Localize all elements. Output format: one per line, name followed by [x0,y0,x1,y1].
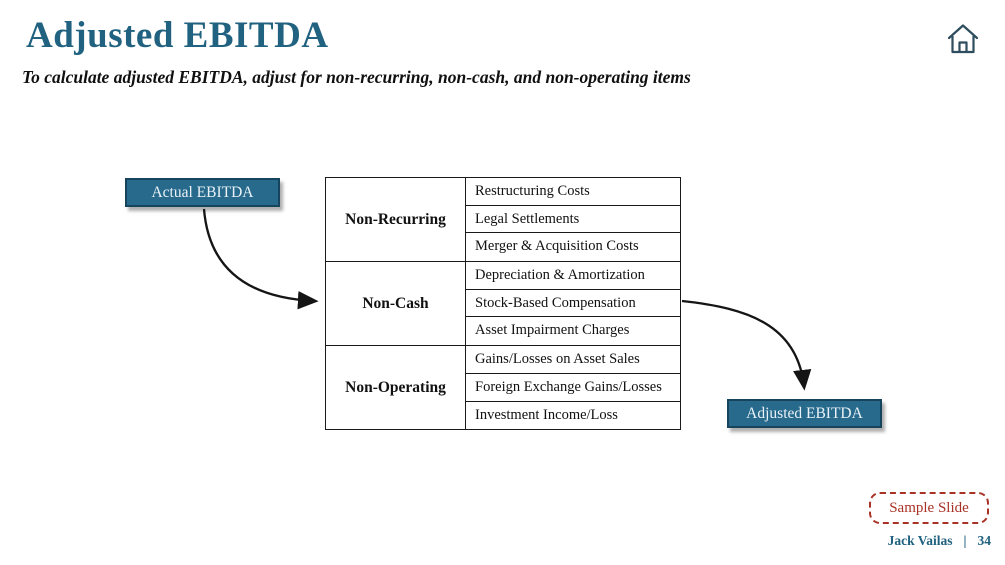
table-group-non-recurring: Non-Recurring Restructuring Costs Legal … [326,178,680,263]
footer-author: Jack Vailas [887,533,953,548]
home-icon[interactable] [944,21,982,57]
footer-page-number: 34 [977,533,992,548]
slide-subtitle: To calculate adjusted EBITDA, adjust for… [22,67,691,87]
table-group-non-operating: Non-Operating Gains/Losses on Asset Sale… [326,346,680,430]
table-item: Restructuring Costs [466,178,680,206]
table-item: Foreign Exchange Gains/Losses [466,374,680,402]
table-item: Asset Impairment Charges [475,322,630,339]
footer-separator: | [963,533,967,548]
table-item: Investment Income/Loss [475,406,618,423]
actual-ebitda-label: Actual EBITDA [151,183,254,201]
page-title: Adjusted EBITDA [26,15,329,56]
category-cell: Non-Operating [326,346,466,430]
table-item: Merger & Acquisition Costs [475,238,639,255]
category-cell: Non-Cash [326,262,466,346]
sample-slide-badge: Sample Slide [869,492,989,524]
arrow-actual-to-table [202,208,319,310]
sample-slide-label: Sample Slide [889,499,969,516]
actual-ebitda-box: Actual EBITDA [125,178,280,207]
slide-footer: Jack Vailas | 34 [888,533,991,549]
table-item: Legal Settlements [466,206,680,234]
table-item: Stock-Based Compensation [466,290,680,318]
table-item: Depreciation & Amortization [466,262,680,290]
adjusted-ebitda-box: Adjusted EBITDA [727,399,882,428]
adjustments-table: Non-Recurring Restructuring Costs Legal … [325,177,681,431]
arrow-table-to-adjusted [681,299,812,391]
adjusted-ebitda-label: Adjusted EBITDA [746,404,863,422]
table-group-non-cash: Non-Cash Depreciation & Amortization Sto… [326,262,680,347]
table-item: Gains/Losses on Asset Sales [466,346,680,374]
category-cell: Non-Recurring [326,178,466,262]
